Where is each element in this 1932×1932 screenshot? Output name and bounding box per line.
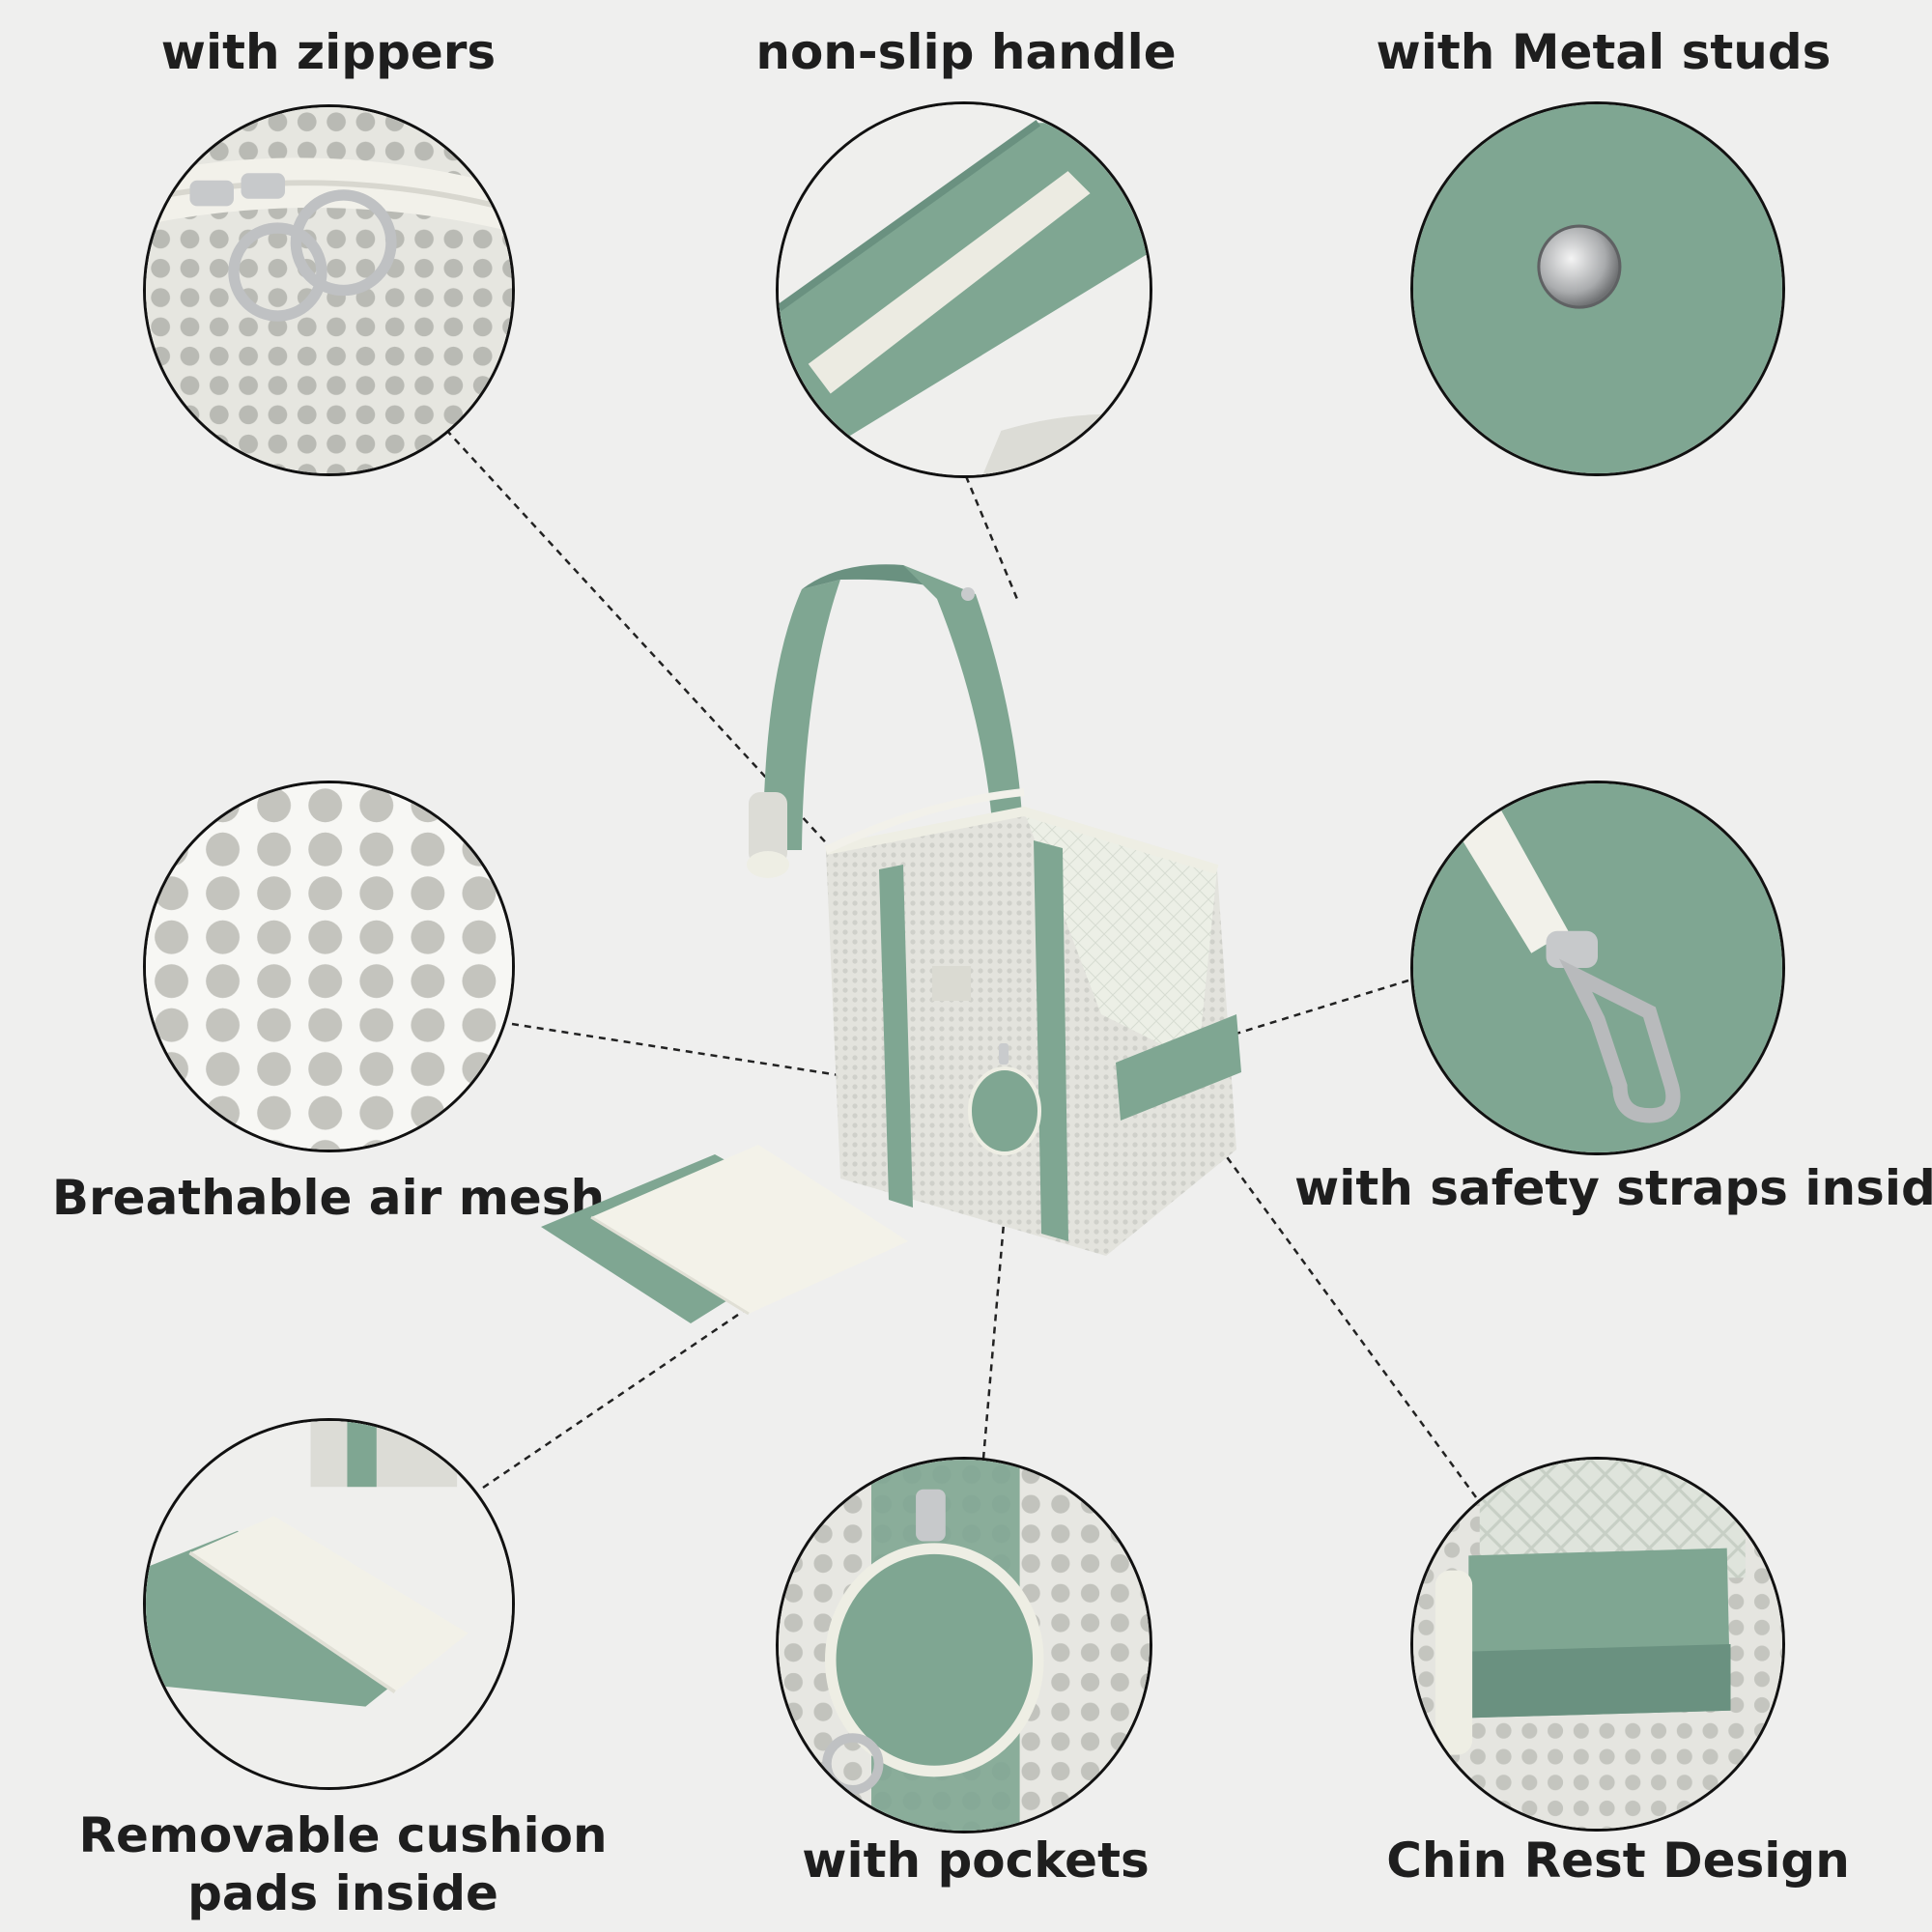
- callout-studs: [1410, 101, 1785, 476]
- label-cushion: Removable cushion pads inside: [58, 1806, 628, 1922]
- zipper-rings-icon: [146, 107, 512, 473]
- callout-mesh: [143, 781, 515, 1152]
- label-cushion-line1: Removable cushion: [78, 1807, 608, 1863]
- pet-carrier-illustration: [541, 564, 1241, 1323]
- callout-pockets: [776, 1457, 1152, 1833]
- callout-cushion: [143, 1418, 515, 1790]
- label-straps: with safety straps inside: [1294, 1160, 1932, 1216]
- callout-chin-rest: [1410, 1457, 1785, 1832]
- safety-strap-clip-icon: [1413, 783, 1782, 1152]
- callout-straps: [1410, 781, 1785, 1155]
- handle-strap-icon: [779, 104, 1150, 475]
- chin-rest-icon: [1413, 1460, 1782, 1829]
- metal-stud-icon: [1413, 104, 1782, 473]
- label-pockets: with pockets: [802, 1833, 1150, 1889]
- label-studs: with Metal studs: [1376, 24, 1832, 80]
- label-zippers: with zippers: [160, 24, 497, 80]
- cushion-pad-icon: [146, 1421, 512, 1787]
- round-pocket-icon: [779, 1460, 1150, 1831]
- label-cushion-line2: pads inside: [187, 1865, 498, 1921]
- callout-handle: [776, 101, 1152, 478]
- label-handle: non-slip handle: [755, 24, 1177, 80]
- label-mesh: Breathable air mesh: [51, 1170, 606, 1226]
- label-chin-rest: Chin Rest Design: [1386, 1833, 1850, 1889]
- pet-carrier-bag: [522, 560, 1323, 1410]
- callout-zippers: [143, 104, 515, 476]
- air-mesh-icon: [146, 783, 512, 1150]
